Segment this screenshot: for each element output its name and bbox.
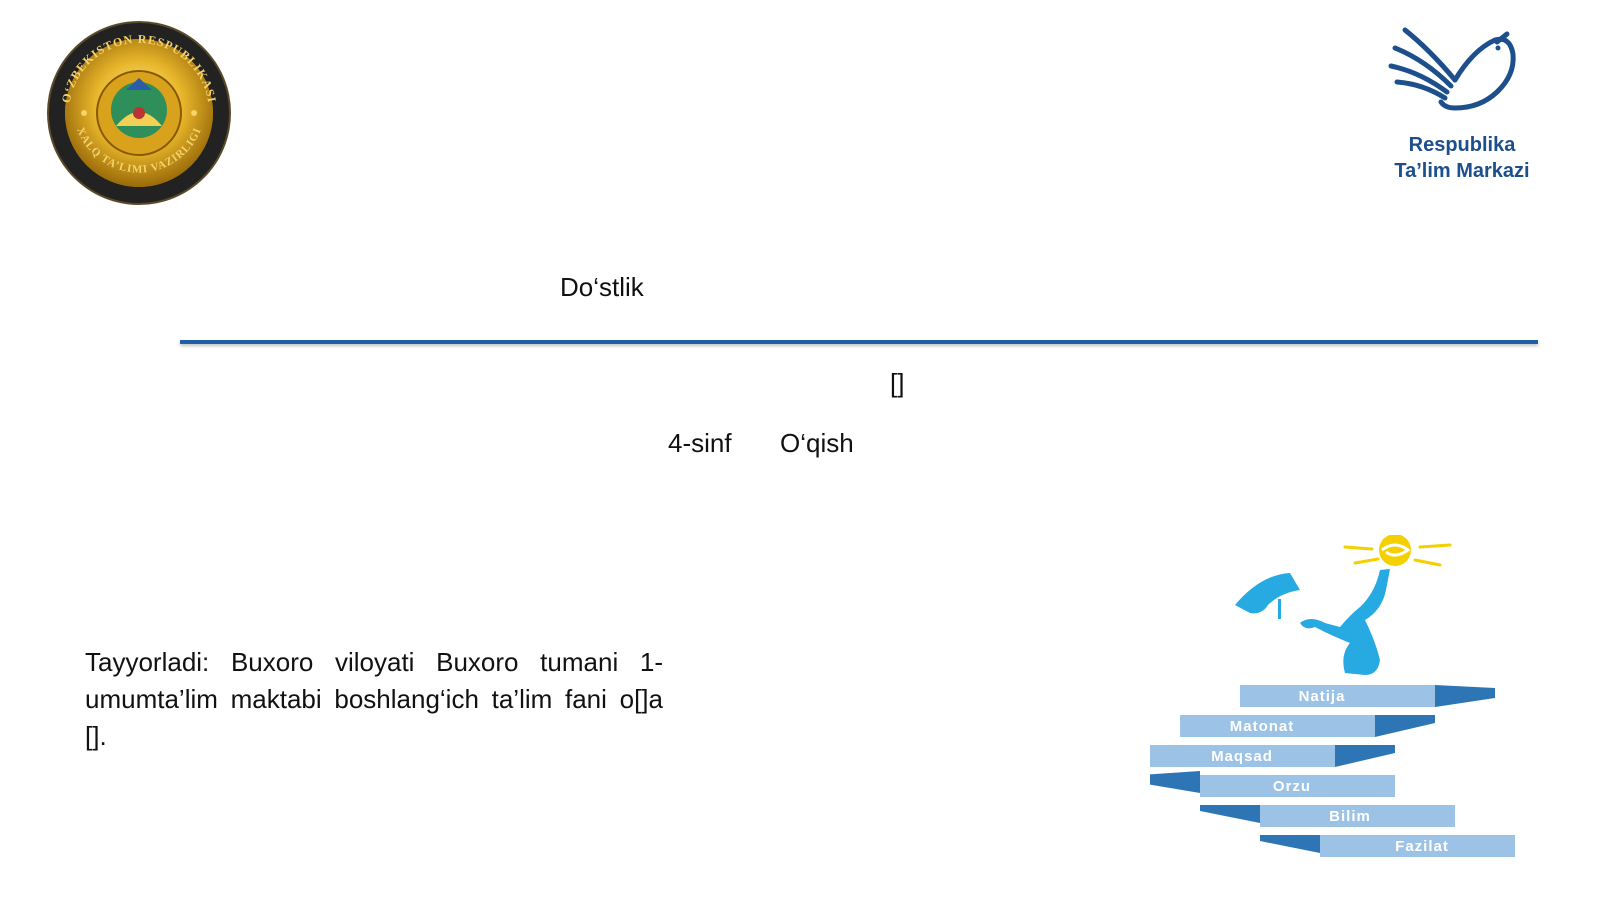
author-credit: Tayyorladi: Buxoro viloyati Buxoro tuman… (85, 647, 663, 751)
success-stairs-illustration: Natija Matonat Maqsad Orzu Bilim Fazilat (1150, 535, 1515, 857)
subject-label: O‘qish (780, 428, 854, 458)
step-natija: Natija (1240, 685, 1495, 707)
slide-title: Do‘stlik (560, 272, 644, 302)
step-label-natija: Natija (1299, 688, 1346, 705)
step-label-matonat: Matonat (1230, 718, 1295, 735)
stairs-steps: Natija Matonat Maqsad Orzu Bilim Fazilat (1150, 685, 1515, 857)
logo-caption: Respublika Ta’lim Markazi (1372, 132, 1552, 184)
dove-logo-icon (1388, 27, 1516, 111)
step-label-maqsad: Maqsad (1211, 748, 1273, 765)
ministry-emblem: O‘ZBEKISTON RESPUBLIKASI XALQ TA’LIMI VA… (47, 21, 231, 205)
title-divider (180, 340, 1538, 344)
step-label-orzu: Orzu (1273, 778, 1311, 795)
step-bilim: Bilim (1200, 805, 1455, 827)
grade-label: 4-sinf (668, 428, 732, 458)
step-orzu: Orzu (1150, 771, 1395, 797)
sun-icon (1343, 535, 1452, 567)
logo-line-2: Ta’lim Markazi (1394, 160, 1530, 182)
step-maqsad: Maqsad (1150, 745, 1395, 767)
step-fazilat: Fazilat (1260, 835, 1515, 857)
graduate-figure-icon (1235, 569, 1390, 675)
slide-subtitle: [] (890, 368, 905, 398)
step-matonat: Matonat (1180, 715, 1435, 737)
logo-line-1: Respublika (1408, 134, 1516, 156)
step-label-bilim: Bilim (1329, 808, 1371, 825)
step-label-fazilat: Fazilat (1395, 838, 1449, 855)
